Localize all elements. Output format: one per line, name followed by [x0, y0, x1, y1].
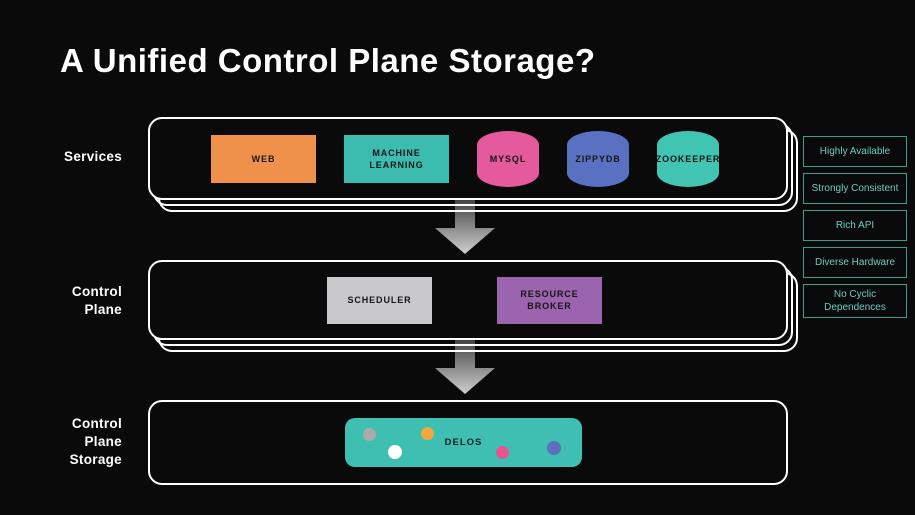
services-panel-stack: WEB MACHINE LEARNING MYSQL ZIPPYDB ZOOKE… — [148, 117, 798, 212]
resource-broker-box: RESOURCE BROKER — [497, 276, 602, 324]
control-plane-panel: SCHEDULER RESOURCE BROKER — [148, 260, 788, 340]
control-plane-panel-stack: SCHEDULER RESOURCE BROKER — [148, 260, 798, 352]
row-label-services: Services — [64, 149, 122, 164]
service-zookeeper-cylinder: ZOOKEEPER — [655, 130, 721, 187]
service-machine-learning-label: MACHINE LEARNING — [369, 147, 424, 170]
badge-no-cyclic-dependences: No Cyclic Dependences — [803, 284, 907, 318]
service-zippydb-cylinder: ZIPPYDB — [567, 130, 629, 187]
control-plane-storage-panel: DELOS — [148, 400, 788, 485]
delos-label: DELOS — [444, 437, 483, 448]
down-arrow-icon — [435, 197, 495, 254]
delos-dot-orange — [421, 427, 434, 440]
service-zippydb-label: ZIPPYDB — [575, 153, 621, 164]
delos-dot-gray — [363, 428, 376, 441]
delos-dot-pink — [496, 446, 509, 459]
service-zookeeper-label: ZOOKEEPER — [655, 153, 721, 164]
service-web-label: WEB — [251, 153, 276, 164]
control-plane-storage-panel-stack: DELOS — [148, 400, 788, 485]
delos-box: DELOS — [345, 418, 582, 467]
delos-dot-white — [388, 445, 402, 459]
badge-rich-api: Rich API — [803, 210, 907, 241]
service-machine-learning: MACHINE LEARNING — [344, 134, 449, 183]
row-label-control-plane: Control Plane — [71, 284, 122, 317]
scheduler-box: SCHEDULER — [327, 276, 432, 324]
property-badges: Highly Available Strongly Consistent Ric… — [803, 136, 907, 318]
scheduler-label: SCHEDULER — [347, 295, 412, 305]
services-panel: WEB MACHINE LEARNING MYSQL ZIPPYDB ZOOKE… — [148, 117, 788, 200]
service-mysql-label: MYSQL — [489, 153, 527, 164]
down-arrow-icon — [435, 337, 495, 394]
slide-title: A Unified Control Plane Storage? — [60, 42, 596, 79]
badge-strongly-consistent: Strongly Consistent — [803, 173, 907, 204]
service-web: WEB — [211, 134, 316, 183]
row-label-control-plane-storage: Control Plane Storage — [69, 416, 122, 467]
badge-highly-available: Highly Available — [803, 136, 907, 167]
badge-diverse-hardware: Diverse Hardware — [803, 247, 907, 278]
resource-broker-label: RESOURCE BROKER — [520, 289, 579, 311]
delos-dot-blue — [547, 441, 561, 455]
service-mysql-cylinder: MYSQL — [477, 130, 539, 187]
